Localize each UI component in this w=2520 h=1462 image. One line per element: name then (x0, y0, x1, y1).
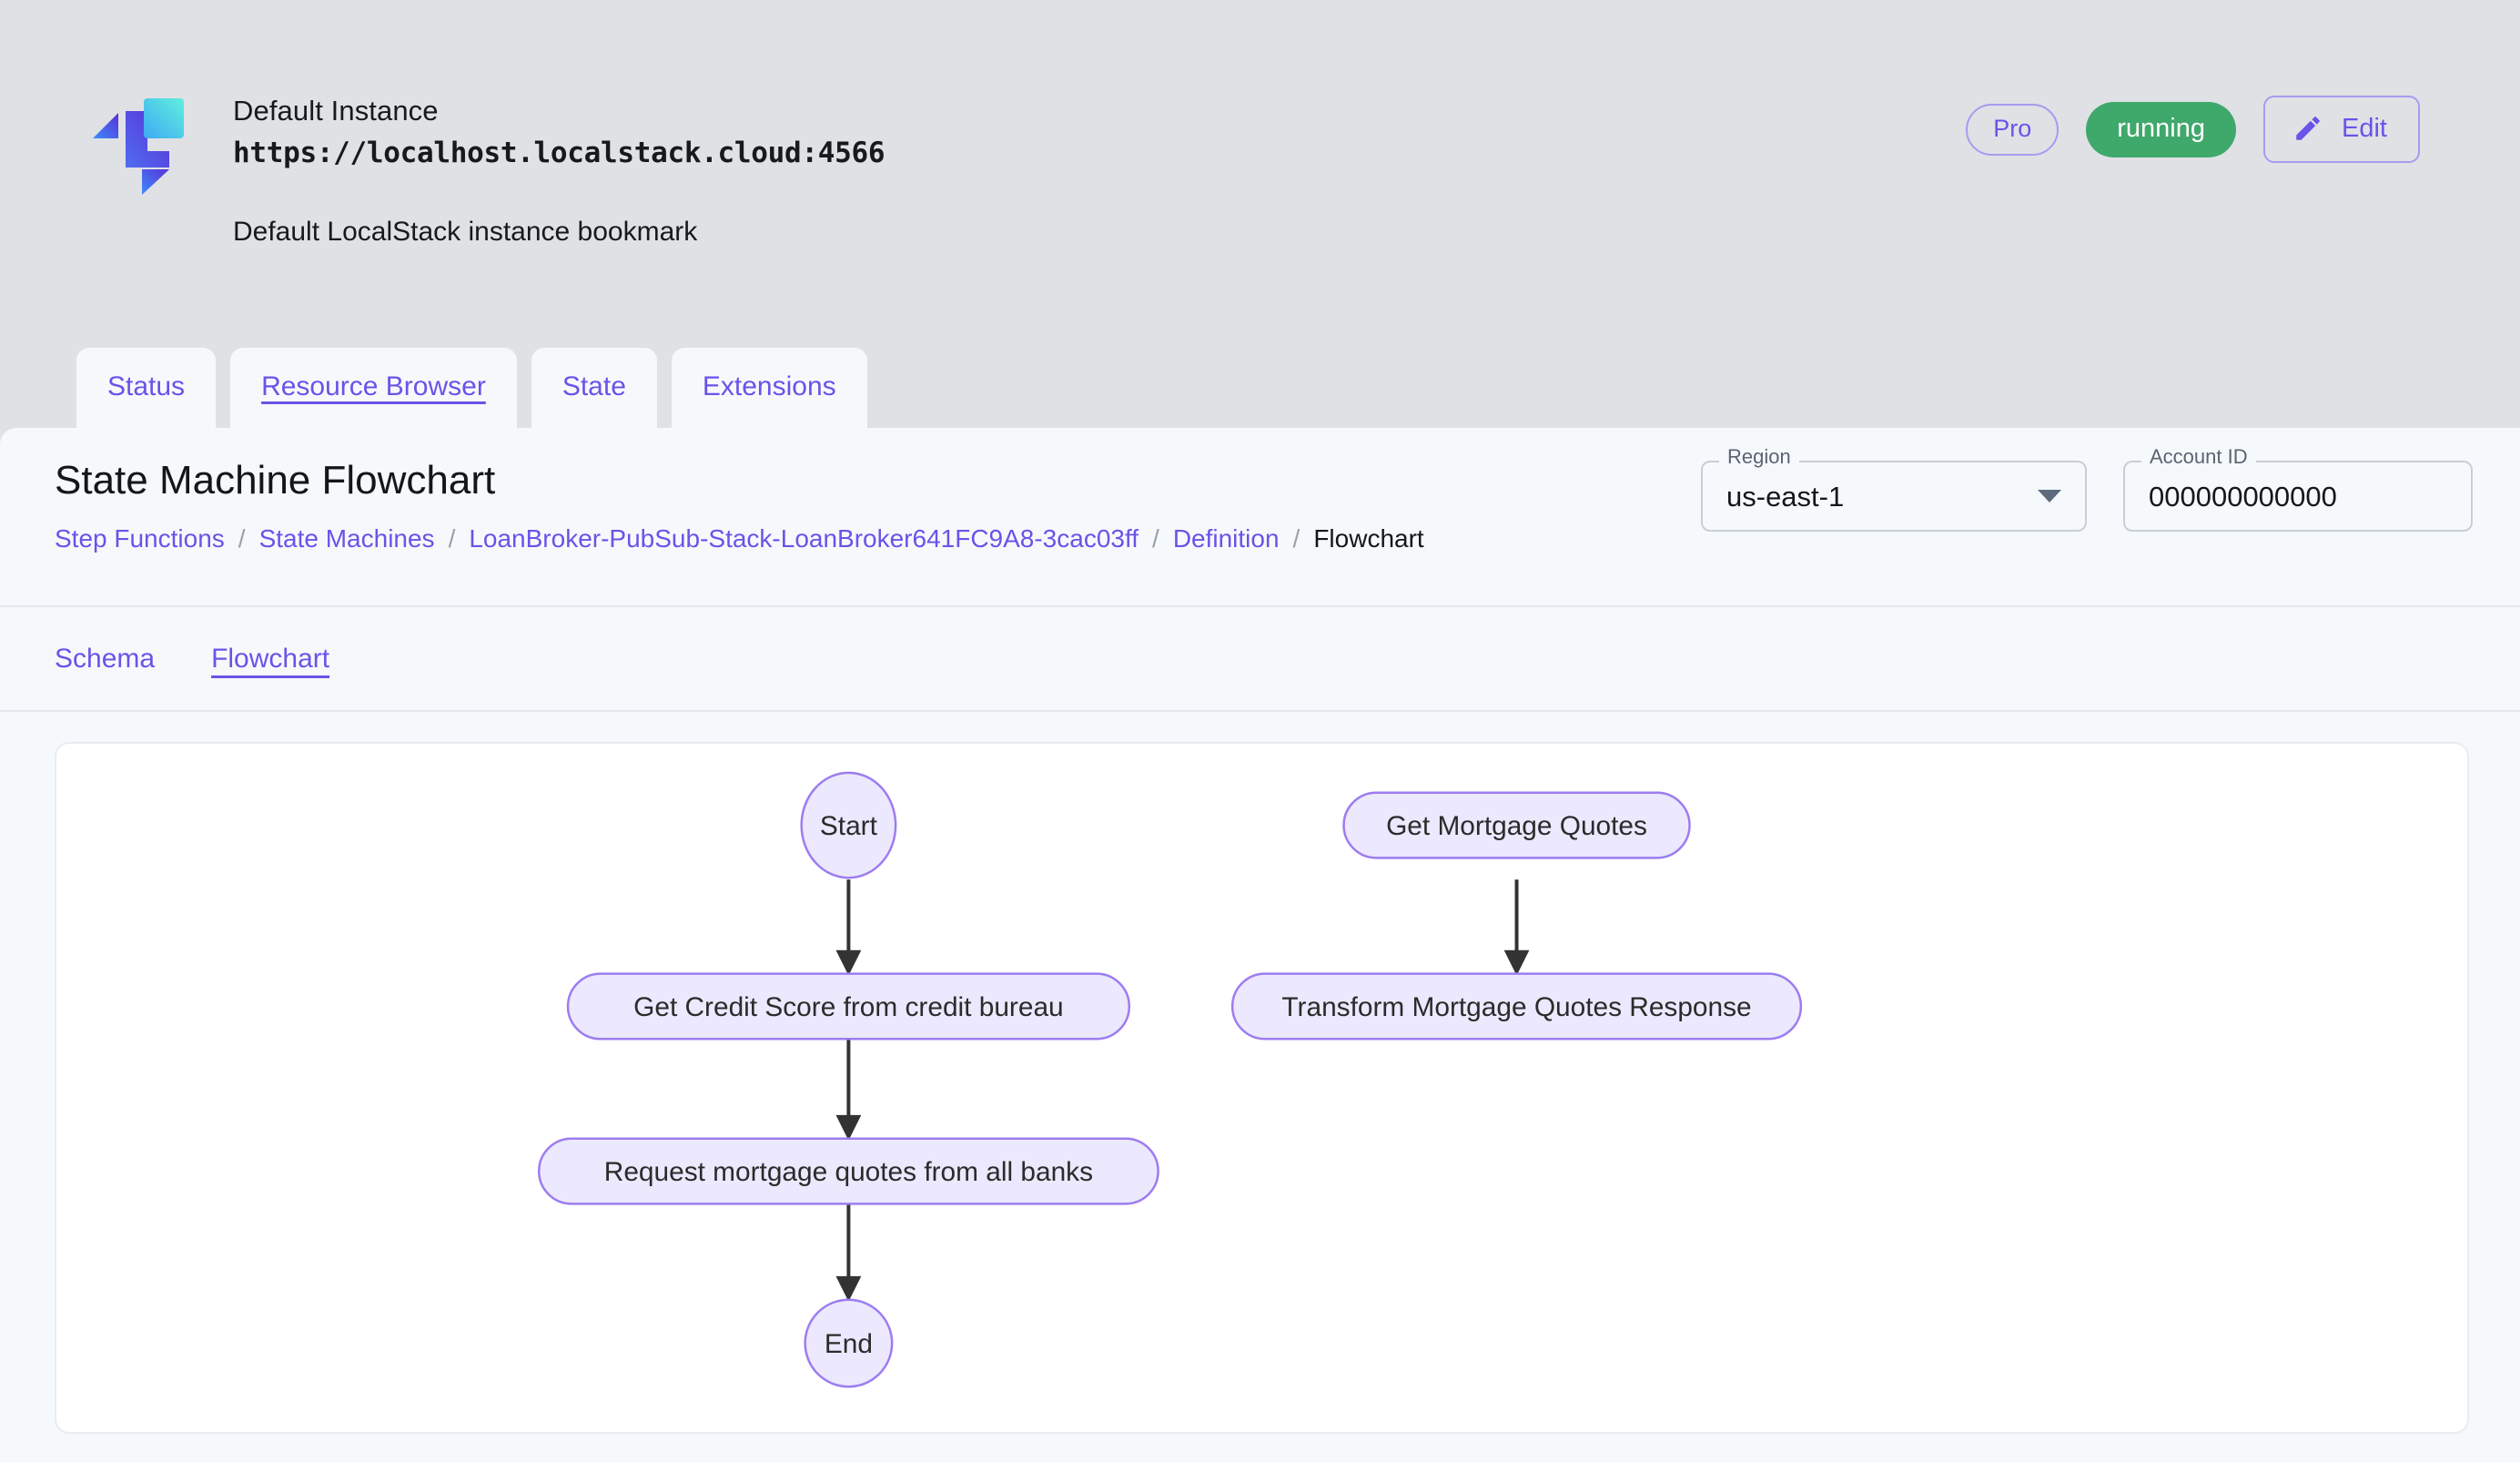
flowchart-node-credit-score[interactable]: Get Credit Score from credit bureau (566, 972, 1131, 1041)
account-id-field[interactable]: Account ID 000000000000 (2123, 447, 2473, 532)
content-area: State Machine Flowchart Step Functions /… (0, 428, 2520, 1462)
sub-tab-schema[interactable]: Schema (55, 643, 156, 674)
status-badge[interactable]: running (2086, 101, 2237, 157)
breadcrumb-item-state-machines[interactable]: State Machines (258, 524, 435, 553)
flowchart-canvas[interactable]: Start Get Credit Score from credit burea… (56, 744, 2467, 1432)
flowchart-node-transform-response[interactable]: Transform Mortgage Quotes Response (1230, 972, 1803, 1041)
selectors: Region us-east-1 Account ID 000000000000 (1701, 447, 2473, 532)
node-label-get-mortgage-quotes: Get Mortgage Quotes (1386, 811, 1647, 841)
arrowhead (835, 1275, 862, 1302)
sub-tab-flowchart[interactable]: Flowchart (211, 643, 330, 674)
sub-tabs: Schema Flowchart (0, 607, 2520, 710)
pro-badge[interactable]: Pro (1966, 103, 2060, 156)
node-label-start: Start (820, 811, 878, 841)
breadcrumb-item-flowchart: Flowchart (1313, 524, 1424, 553)
flowchart-node-request-quotes[interactable]: Request mortgage quotes from all banks (537, 1137, 1159, 1205)
account-id-value: 000000000000 (2149, 480, 2337, 513)
breadcrumb-item-definition[interactable]: Definition (1172, 524, 1280, 553)
instance-name: Default Instance (233, 95, 439, 127)
breadcrumb-separator: / (1292, 524, 1300, 553)
node-label-end: End (825, 1329, 873, 1359)
breadcrumb-item-state-machine-name[interactable]: LoanBroker-PubSub-Stack-LoanBroker641FC9… (469, 524, 1139, 553)
region-select[interactable]: Region us-east-1 (1701, 447, 2087, 532)
top-tabs: Status Resource Browser State Extensions (76, 348, 867, 428)
tab-status[interactable]: Status (76, 348, 217, 428)
breadcrumb-separator: / (238, 524, 246, 553)
flowchart-edges (835, 879, 1530, 1302)
breadcrumb-separator: / (1152, 524, 1159, 553)
instance-identity: Default Instance https://localhost.local… (233, 94, 885, 171)
instance-header: Default Instance https://localhost.local… (0, 0, 2520, 428)
flowchart-card: Start Get Credit Score from credit burea… (55, 742, 2469, 1434)
node-label-request-quotes: Request mortgage quotes from all banks (604, 1157, 1093, 1187)
page-header: State Machine Flowchart Step Functions /… (0, 428, 2520, 607)
edit-button[interactable]: Edit (2263, 96, 2420, 163)
chevron-down-icon (2038, 490, 2061, 503)
header-divider (0, 605, 2520, 607)
arrowhead (835, 1114, 862, 1141)
breadcrumb-separator: / (448, 524, 456, 553)
region-label: Region (1719, 447, 1799, 467)
node-label-transform-response: Transform Mortgage Quotes Response (1281, 992, 1751, 1022)
arrowhead (1503, 949, 1530, 976)
header-actions: Pro running Edit (1966, 96, 2420, 163)
flowchart-node-end[interactable]: End (804, 1298, 894, 1388)
node-label-credit-score: Get Credit Score from credit bureau (633, 992, 1063, 1022)
arrowhead (835, 949, 862, 976)
sub-tabs-divider (0, 710, 2520, 712)
tab-extensions[interactable]: Extensions (671, 348, 867, 428)
breadcrumb-item-step-functions[interactable]: Step Functions (55, 524, 225, 553)
pencil-icon (2296, 117, 2320, 140)
breadcrumb: Step Functions / State Machines / LoanBr… (55, 523, 1424, 554)
flowchart-node-get-mortgage-quotes[interactable]: Get Mortgage Quotes (1342, 791, 1691, 859)
edit-button-label: Edit (2342, 113, 2387, 143)
instance-description: Default LocalStack instance bookmark (233, 217, 698, 247)
region-value: us-east-1 (1726, 480, 1845, 513)
tab-resource-browser[interactable]: Resource Browser (230, 348, 517, 428)
flowchart-node-start[interactable]: Start (800, 771, 897, 879)
instance-url: https://localhost.localstack.cloud:4566 (233, 136, 886, 169)
account-id-label: Account ID (2141, 447, 2256, 467)
tab-state[interactable]: State (531, 348, 657, 428)
localstack-logo-icon (93, 98, 184, 195)
page-title: State Machine Flowchart (55, 458, 496, 503)
